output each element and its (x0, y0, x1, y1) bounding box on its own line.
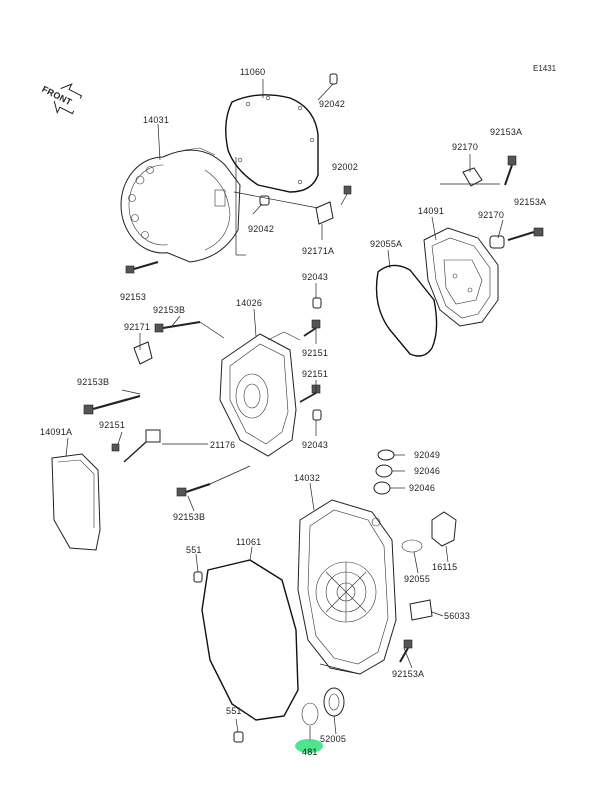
label-11060: 11060 (240, 67, 265, 77)
oil-window-16115 (431, 511, 457, 547)
dowel-92043-lower (312, 409, 322, 421)
dowel-92042-top (329, 73, 338, 85)
bolt-92153A-right (507, 227, 544, 241)
label-92055A: 92055A (370, 239, 402, 249)
bolt-92153B-top (154, 321, 201, 333)
front-arrow-icon (47, 83, 86, 115)
label-14091: 14091 (418, 206, 444, 216)
plug-92170-upper (462, 167, 483, 187)
label-92170-lower: 92170 (478, 210, 504, 220)
diagram-code: E1431 (533, 64, 557, 73)
bearing-92046-lower (373, 481, 391, 495)
label-92043-lower: 92043 (302, 440, 328, 450)
label-92042-lower: 92042 (248, 224, 274, 234)
label-92049: 92049 (414, 450, 440, 460)
bolt-92151-right (299, 384, 321, 403)
gasket-11061 (201, 559, 299, 721)
label-16115: 16115 (432, 562, 457, 572)
label-92153A-upper: 92153A (490, 127, 522, 137)
cap-52005 (323, 687, 345, 717)
label-21176: 21176 (210, 440, 235, 450)
stator-cover-14031 (120, 147, 241, 263)
o-ring-481 (301, 702, 319, 726)
label-92153A-right: 92153A (514, 197, 546, 207)
label-92151-right: 92151 (302, 369, 328, 379)
switch-21176 (123, 429, 161, 463)
label-56033: 56033 (444, 611, 470, 621)
bolt-92153B-bottom (176, 482, 211, 497)
label-92153A-lower: 92153A (392, 669, 424, 679)
o-ring-92055 (401, 539, 423, 553)
plug-92170-lower (489, 235, 505, 249)
cover-14026 (219, 331, 301, 457)
bolt-92153B-left (83, 394, 141, 415)
gasket-11060-dowel-holes (237, 95, 315, 185)
gasket-11060 (225, 94, 319, 193)
label-481: 481 (302, 747, 318, 757)
cover-14091A (51, 453, 101, 551)
bolt-92153A-upper (504, 155, 517, 186)
label-92171: 92171 (124, 322, 150, 332)
bolt-92151-small (111, 443, 120, 452)
label-92046-lower: 92046 (409, 483, 435, 493)
label-92153B-bottom: 92153B (173, 512, 205, 522)
label-92151-small: 92151 (99, 420, 125, 430)
bolt-92002 (340, 185, 352, 206)
label-14026: 14026 (236, 298, 262, 308)
label-92043-upper: 92043 (302, 272, 328, 282)
label-92153B-left: 92153B (77, 377, 109, 387)
dowel-92043-upper (312, 297, 322, 309)
dowel-551-top (193, 571, 203, 583)
clamp-92171A (315, 201, 334, 225)
label-92046-upper: 92046 (414, 466, 440, 476)
label-92151-upper: 92151 (302, 348, 328, 358)
bearing-92046-upper (375, 464, 393, 478)
label-92153: 92153 (120, 292, 146, 302)
clutch-cover-14032 (297, 499, 397, 675)
label-14031: 14031 (143, 115, 169, 125)
label-14091A: 14091A (40, 427, 72, 437)
clamp-92171 (133, 341, 153, 365)
label-92171A: 92171A (302, 246, 334, 256)
highlight-481 (295, 739, 323, 753)
bolt-92153A-lower (399, 639, 413, 663)
label-92153B-top: 92153B (153, 305, 185, 315)
label-92170-upper: 92170 (452, 142, 478, 152)
label-92055: 92055 (404, 574, 430, 584)
label-11061: 11061 (236, 537, 261, 547)
label-92002: 92002 (332, 162, 358, 172)
label-551-top: 551 (186, 545, 202, 555)
label-14032: 14032 (294, 473, 320, 483)
cover-14091 (423, 227, 499, 327)
label-551-bottom: 551 (226, 706, 242, 716)
gasket-92055A (375, 264, 438, 357)
label-plate-56033 (409, 599, 433, 621)
label-52005: 52005 (320, 734, 346, 744)
label-92042-top: 92042 (319, 99, 345, 109)
bolt-92153 (125, 261, 159, 274)
bolt-92151-upper (303, 319, 321, 337)
dowel-551-bottom (233, 731, 244, 743)
seal-92049 (377, 449, 395, 461)
